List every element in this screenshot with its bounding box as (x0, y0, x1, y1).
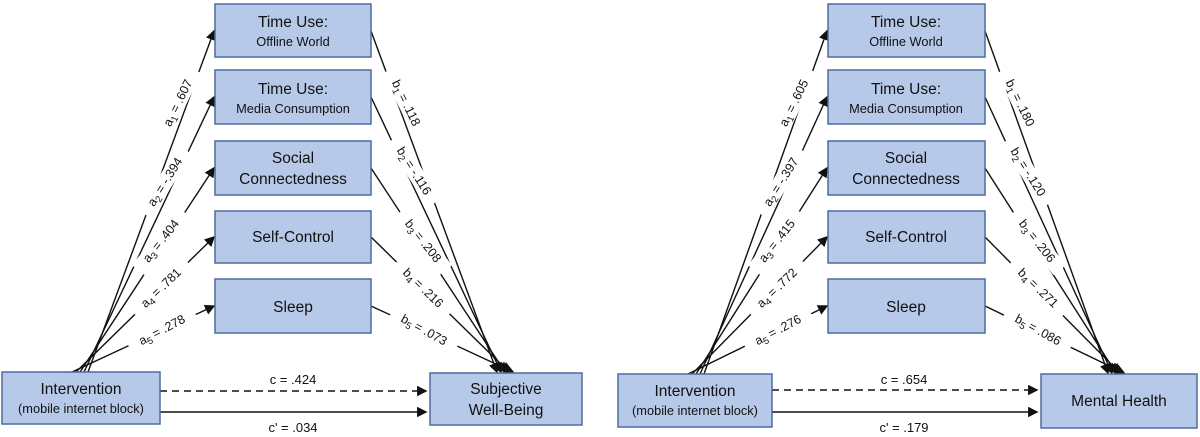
label-halo (1007, 206, 1067, 276)
mediator-label: Social (272, 150, 314, 167)
mediator-label: Sleep (886, 299, 926, 316)
intervention-sublabel: (mobile internet block) (18, 401, 144, 416)
outcome-label: Well-Being (469, 402, 544, 419)
coef-c-total-label: c = .654 (881, 372, 928, 387)
mediator-label: Social (885, 150, 927, 167)
mediator-label: Connectedness (239, 171, 347, 188)
label-halo (1001, 305, 1075, 355)
mediator-box-social-connectedness (214, 140, 372, 196)
mediator-sublabel: Offline World (869, 34, 943, 49)
label-halo (382, 66, 430, 140)
outcome-box-subjective-well-being (429, 372, 583, 426)
coef-a2-label: a2= -.394 (145, 155, 188, 210)
coef-b2-label: b2= -.116 (391, 145, 434, 199)
mediator-box-time-use-media (827, 69, 986, 125)
coef-b2-label: b2= -.120 (1005, 145, 1048, 200)
label-halo (387, 134, 441, 208)
mediator-box-social-connectedness (827, 140, 986, 196)
coef-a2-label: a2= -.397 (761, 155, 804, 210)
coef-a2: a2= -.394 (138, 145, 192, 219)
diagram-subjective-well-being: Time Use: Offline World Time Use: Media … (1, 3, 583, 435)
label-halo (754, 145, 808, 219)
label-halo (393, 206, 453, 276)
mediator-label: Time Use: (258, 14, 328, 31)
coef-b5-label: b5= .073 (397, 312, 449, 351)
coef-a1-label: a1= .607 (161, 77, 198, 130)
coef-b1: b1= .180 (996, 66, 1044, 140)
outcome-box-mental-health (1040, 373, 1198, 429)
mediator-label: Sleep (273, 299, 313, 316)
label-halo (387, 305, 461, 355)
path-a2-arrow (83, 95, 215, 373)
mediator-label: Time Use: (871, 14, 941, 31)
coef-b1: b1= .118 (382, 66, 430, 140)
coef-b5-label: b5= .086 (1011, 312, 1063, 351)
coef-c-total-label: c = .424 (270, 372, 317, 387)
intervention-box (1, 371, 161, 425)
label-halo (154, 66, 202, 140)
mediator-sublabel: Media Consumption (849, 101, 963, 116)
mediator-box-sleep (827, 278, 986, 334)
mediator-box-self-control (214, 210, 372, 264)
label-halo (741, 305, 815, 355)
intervention-sublabel: (mobile internet block) (632, 403, 758, 418)
mediator-label: Time Use: (871, 81, 941, 98)
label-halo (996, 66, 1044, 140)
path-a2-arrow (699, 95, 829, 375)
label-halo (125, 305, 199, 355)
intervention-label: Intervention (41, 381, 122, 398)
label-halo (744, 256, 810, 320)
coef-c-direct-label: c' = .179 (879, 420, 928, 435)
mediator-box-time-use-media (214, 69, 372, 125)
mediator-sublabel: Media Consumption (236, 101, 350, 116)
coef-a3-label: a3= .404 (140, 217, 184, 267)
coef-a3-label: a3= .415 (756, 217, 800, 267)
coef-a1: a1= .607 (154, 66, 202, 140)
label-halo (390, 256, 456, 320)
mediator-box-time-use-offline (827, 3, 986, 58)
label-halo (131, 206, 191, 276)
outcome-label: Subjective (470, 381, 542, 398)
label-halo (747, 206, 807, 276)
mediator-box-self-control (827, 210, 986, 264)
label-halo (1001, 135, 1055, 209)
mediator-label: Self-Control (865, 229, 947, 246)
mediator-box-time-use-offline (214, 3, 372, 58)
mediator-label: Self-Control (252, 229, 334, 246)
coef-a1-label: a1= .605 (777, 77, 814, 130)
mediator-label: Connectedness (852, 171, 960, 188)
mediator-box-sleep (214, 278, 372, 334)
intervention-box (617, 373, 773, 428)
coef-b3-label: b3= .208 (400, 217, 444, 267)
label-halo (770, 66, 818, 140)
label-halo (128, 256, 194, 320)
mediator-label: Time Use: (258, 81, 328, 98)
diagram-mental-health: Time Use: Offline World Time Use: Media … (617, 3, 1198, 435)
mediator-sublabel: Offline World (256, 34, 330, 49)
outcome-label: Mental Health (1071, 393, 1167, 410)
label-halo (138, 145, 192, 219)
intervention-label: Intervention (655, 383, 736, 400)
label-halo (1005, 256, 1071, 320)
coef-c-direct-label: c' = .034 (268, 420, 317, 435)
